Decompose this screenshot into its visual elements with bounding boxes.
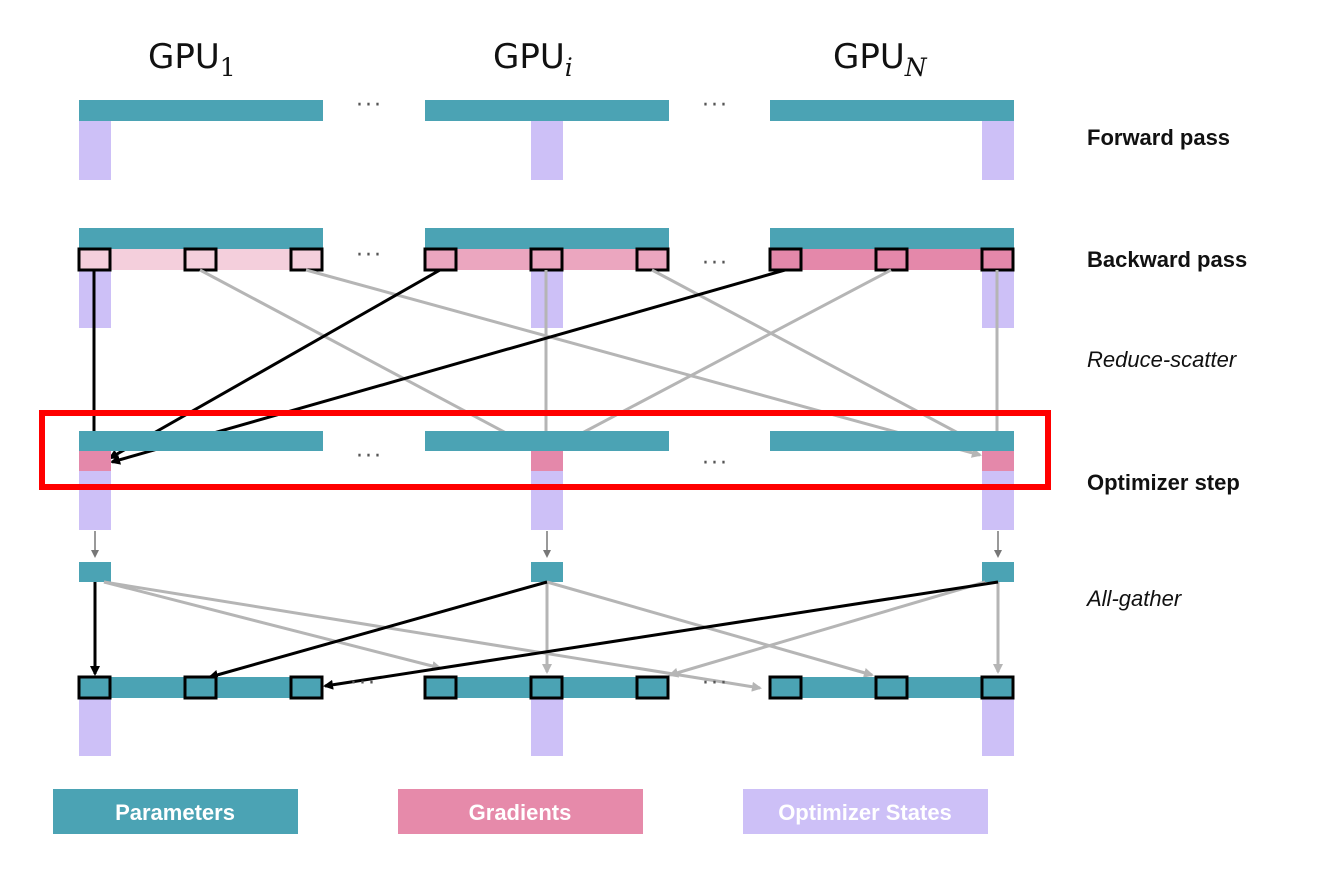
ellipsis: ··· [356,93,383,118]
all-gather-label: All-gather [1085,586,1183,611]
ellipsis: ··· [702,251,729,276]
optimizer-states-block [982,120,1014,180]
reduce-scatter-arrow-inactive [305,268,982,458]
optimizer-states-block [531,470,563,530]
legend-optimizer-states-label: Optimizer States [778,800,952,825]
parameter-shard-box [529,675,564,700]
all-gather-arrow-inactive [668,580,986,678]
ellipsis: ··· [702,93,729,118]
gpu-n-title: GPUN [833,37,928,82]
legend-gradients-swatch [398,789,643,834]
reduce-scatter-arrows [89,268,1002,465]
gradients-bar [425,249,669,270]
reduce-scatter-arrow-inactive [651,268,992,452]
all-gather-row: ··· ··· [77,671,1015,756]
optimizer-states-block [531,120,563,180]
gradients-bar [79,249,323,270]
all-gather-arrow-inactive [103,580,442,671]
parameters-bar [425,431,669,451]
parameter-shard-box [423,675,458,700]
ellipsis: ··· [356,243,383,268]
parameter-shard-box [874,675,909,700]
gpu-1-title: GPU1 [148,37,236,82]
parameter-shard-box [768,675,803,700]
parameters-bar [79,100,323,121]
gradient-shard [982,451,1014,471]
reduce-scatter-arrow-inactive [199,268,540,452]
ellipsis: ··· [702,671,729,696]
forward-pass-row: ··· ··· [79,93,1014,180]
parameters-bar [770,100,1014,121]
parameter-shard-box [980,675,1015,700]
optimizer-states-block [79,470,111,530]
backward-pass-label: Backward pass [1087,247,1247,272]
reduce-scatter-arrow-active [110,268,786,465]
gradient-shard-box [768,247,803,272]
gradient-shard [531,451,563,471]
optimizer-states-block [982,470,1014,530]
parameter-shard [982,562,1014,582]
parameters-bar [425,677,669,698]
reduce-scatter-label: Reduce-scatter [1087,347,1238,372]
parameters-bar [770,228,1014,249]
legend: Parameters Gradients Optimizer States [53,789,988,834]
updated-parameter-shards [79,562,1014,582]
all-gather-arrow-inactive [546,580,874,678]
parameters-bar [79,431,323,451]
legend-optimizer-states-swatch [743,789,988,834]
ellipsis: ··· [702,451,729,476]
gradient-shard-box [874,247,909,272]
gradients-bar [770,249,1014,270]
all-gather-arrow-active [323,580,999,690]
parameter-shard-box [289,675,324,700]
reduce-scatter-arrow-inactive [548,268,892,452]
optimizer-states-block [531,697,563,756]
ellipsis: ··· [356,444,383,469]
optimizer-states-block [79,120,111,180]
all-gather-arrow-inactive [103,580,762,692]
parameters-bar [425,228,669,249]
gpu-i-title: GPUi [493,37,573,82]
legend-gradients-label: Gradients [469,800,572,825]
reduce-scatter-arrow-active [108,268,441,460]
parameters-bar [425,100,669,121]
forward-pass-label: Forward pass [1087,125,1230,150]
all-gather-arrow-active [208,580,548,680]
optimizer-states-block [79,697,111,756]
parameter-shard [531,562,563,582]
step-labels: Forward pass Backward pass Reduce-scatte… [1085,125,1247,611]
parameter-shard-box [77,675,112,700]
legend-parameters-label: Parameters [115,800,235,825]
parameters-bar [770,431,1014,451]
parameters-bar [79,677,323,698]
parameter-shard-box [183,675,218,700]
gradient-shard-box [423,247,458,272]
legend-parameters-swatch [53,789,298,834]
optimizer-step-label: Optimizer step [1087,470,1240,495]
gpu-headers: GPU1 GPUi GPUN [148,37,928,82]
gradient-shard [79,451,111,471]
all-gather-arrows [90,580,1003,692]
optimizer-step-highlight [39,410,1051,490]
parameters-bar [79,228,323,249]
update-arrows [91,531,1002,558]
optimizer-states-block [982,697,1014,756]
ellipsis: ··· [350,671,377,696]
parameters-bar [770,677,1014,698]
parameter-shard [79,562,111,582]
parameter-shard-box [635,675,670,700]
optimizer-step-row: ··· ··· [79,431,1014,530]
